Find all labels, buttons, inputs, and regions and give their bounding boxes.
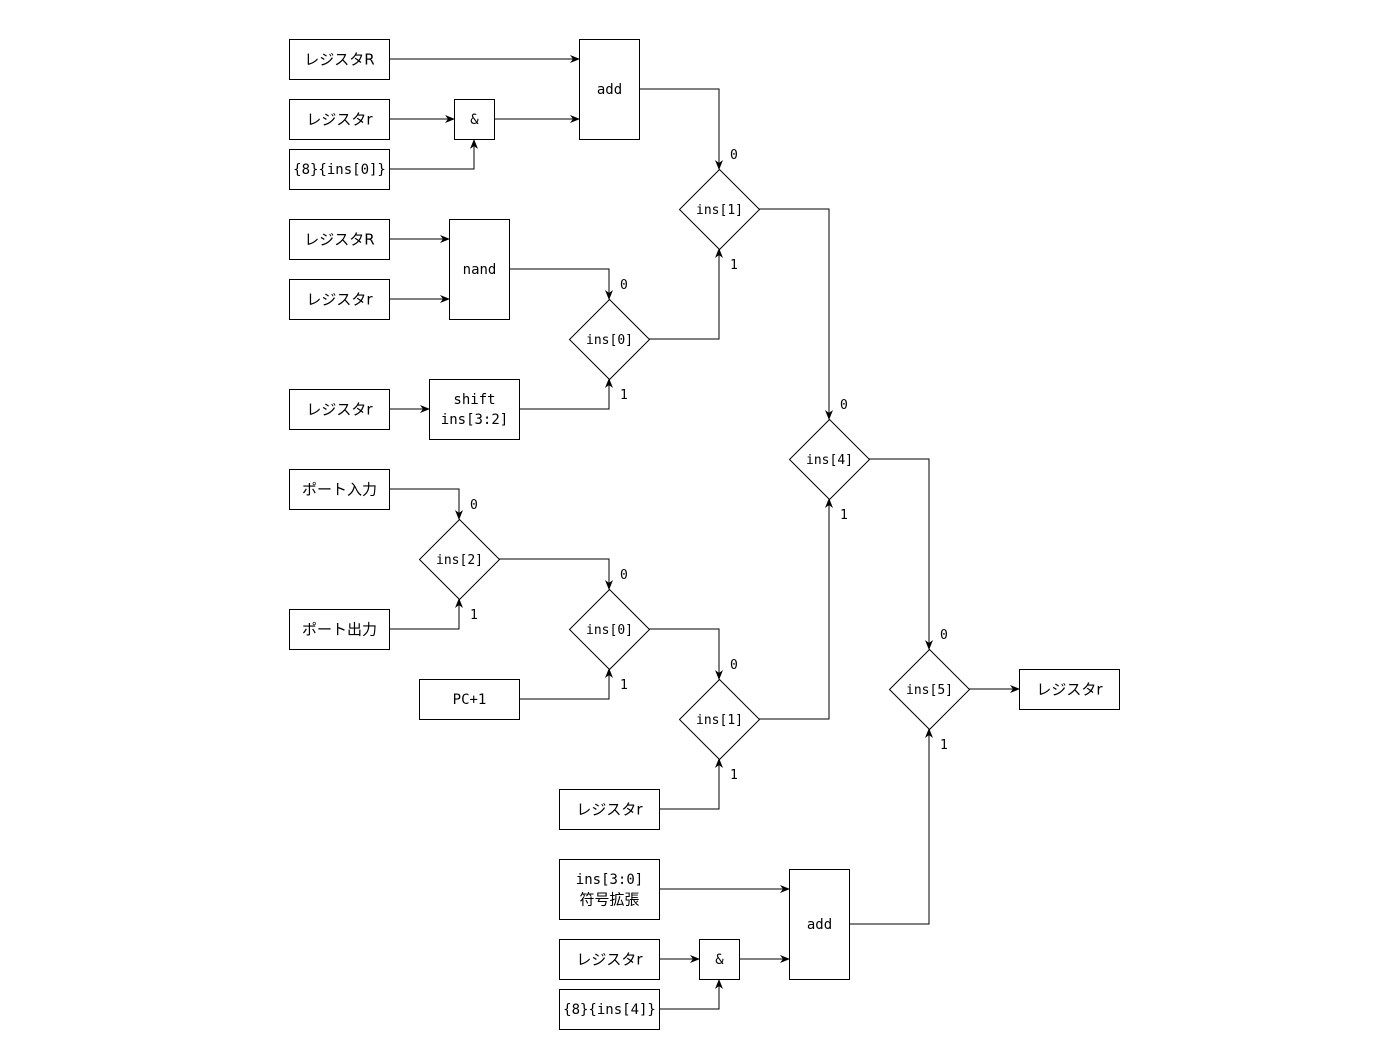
- block-replicate-ins0: {8}{ins[0]}: [289, 149, 390, 190]
- wire-portin-to-mux-ins2: [390, 488, 463, 520]
- block-label: add: [597, 82, 622, 98]
- mux-ins0-top: ins[0] 0 1: [568, 278, 651, 403]
- mux-input-0-label: 0: [620, 568, 628, 583]
- mux-ins4: ins[4] 0 1: [788, 398, 871, 523]
- block-label: レジスタr: [306, 111, 373, 129]
- wire-mux-ins0-top-to-mux-ins1-top: [649, 248, 723, 340]
- mux-ins0-mid: ins[0] 0 1: [568, 568, 651, 693]
- block-register-r-3: レジスタr: [289, 389, 390, 430]
- mux-ins5: ins[5] 0 1: [888, 628, 971, 753]
- block-shifter: shift ins[3:2]: [429, 379, 520, 440]
- block-register-R-2: レジスタR: [289, 219, 390, 260]
- block-label: ポート出力: [302, 621, 377, 639]
- mux-ins2: ins[2] 0 1: [418, 498, 501, 623]
- block-register-r-5: レジスタr: [559, 939, 660, 980]
- block-label: レジスタr: [1036, 681, 1103, 699]
- block-label: add: [807, 917, 832, 933]
- block-port-input: ポート入力: [289, 469, 390, 510]
- block-label: レジスタR: [304, 231, 374, 249]
- block-nand: nand: [449, 219, 510, 320]
- wire-mux-ins1-mid-to-mux-ins4: [759, 498, 833, 720]
- mux-select-label: ins[0]: [586, 333, 633, 348]
- block-label: ポート入力: [302, 481, 377, 499]
- block-adder-2: add: [789, 869, 850, 980]
- block-adder-1: add: [579, 39, 640, 140]
- wire-pc-to-mux-ins0-mid: [520, 668, 613, 700]
- mux-select-label: ins[2]: [436, 553, 483, 568]
- wire-nand-to-mux-ins0-top: [510, 268, 613, 300]
- block-label-line1: ins[3:0]: [576, 872, 643, 888]
- mux-select-label: ins[4]: [806, 453, 853, 468]
- block-register-r-4: レジスタr: [559, 789, 660, 830]
- mux-input-0-label: 0: [940, 628, 948, 643]
- wire-portout-to-mux-ins2: [390, 598, 463, 630]
- mux-input-1-label: 1: [730, 768, 738, 783]
- block-label: {8}{ins[4]}: [563, 1002, 656, 1018]
- block-label-line2: ins[3:2]: [441, 412, 508, 428]
- mux-input-1-label: 1: [730, 258, 738, 273]
- block-register-r-output: レジスタr: [1019, 669, 1120, 710]
- mux-input-0-label: 0: [470, 498, 478, 513]
- block-label: &: [715, 952, 724, 968]
- mux-input-1-label: 1: [620, 678, 628, 693]
- block-label: PC+1: [453, 692, 487, 708]
- mux-select-label: ins[1]: [696, 713, 743, 728]
- block-port-output: ポート出力: [289, 609, 390, 650]
- block-register-r-2: レジスタr: [289, 279, 390, 320]
- block-register-r-1: レジスタr: [289, 99, 390, 140]
- mux-input-0-label: 0: [730, 148, 738, 163]
- mux-select-label: ins[1]: [696, 203, 743, 218]
- wire-regr4-to-mux-ins1-mid: [660, 758, 723, 810]
- block-register-R-1: レジスタR: [289, 39, 390, 80]
- wire-rep8ins0-to-and1: [390, 139, 478, 170]
- block-label: レジスタR: [304, 51, 374, 69]
- wires: [390, 55, 1020, 1010]
- wire-shift-to-mux-ins0-top: [520, 378, 613, 410]
- mux-input-1-label: 1: [840, 508, 848, 523]
- mux-input-0-label: 0: [730, 658, 738, 673]
- mux-input-1-label: 1: [940, 738, 948, 753]
- mux-ins1-top: ins[1] 0 1: [678, 148, 761, 273]
- mux-select-label: ins[5]: [906, 683, 953, 698]
- block-label-line2: 符号拡張: [579, 891, 639, 909]
- mux-select-label: ins[0]: [586, 623, 633, 638]
- wire-add2-to-mux-ins5: [850, 728, 933, 925]
- mux-input-0-label: 0: [840, 398, 848, 413]
- mux-ins1-mid: ins[1] 0 1: [678, 658, 761, 783]
- mux-input-1-label: 1: [620, 388, 628, 403]
- mux-input-0-label: 0: [620, 278, 628, 293]
- block-label: {8}{ins[0]}: [293, 162, 386, 178]
- wire-add1-to-mux-ins1-top: [640, 88, 723, 170]
- block-label: nand: [463, 262, 497, 278]
- wire-mux-ins0-mid-to-mux-ins1-mid: [649, 628, 723, 680]
- block-and-1: &: [454, 99, 495, 140]
- wire-rep8ins4-to-and2: [660, 979, 723, 1010]
- block-sign-extend: ins[3:0] 符号拡張: [559, 859, 660, 920]
- wire-mux-ins4-to-mux-ins5: [869, 458, 933, 650]
- block-label: レジスタr: [306, 401, 373, 419]
- block-pc-plus-1: PC+1: [419, 679, 520, 720]
- block-label: レジスタr: [576, 951, 643, 969]
- wire-mux-ins1-top-to-mux-ins4: [759, 208, 833, 420]
- mux-input-1-label: 1: [470, 608, 478, 623]
- wire-mux-ins2-to-mux-ins0-mid: [499, 558, 613, 590]
- block-replicate-ins4: {8}{ins[4]}: [559, 989, 660, 1030]
- block-label: レジスタr: [306, 291, 373, 309]
- block-label: レジスタr: [576, 801, 643, 819]
- block-label-line1: shift: [453, 392, 495, 408]
- block-and-2: &: [699, 939, 740, 980]
- block-label: &: [470, 112, 479, 128]
